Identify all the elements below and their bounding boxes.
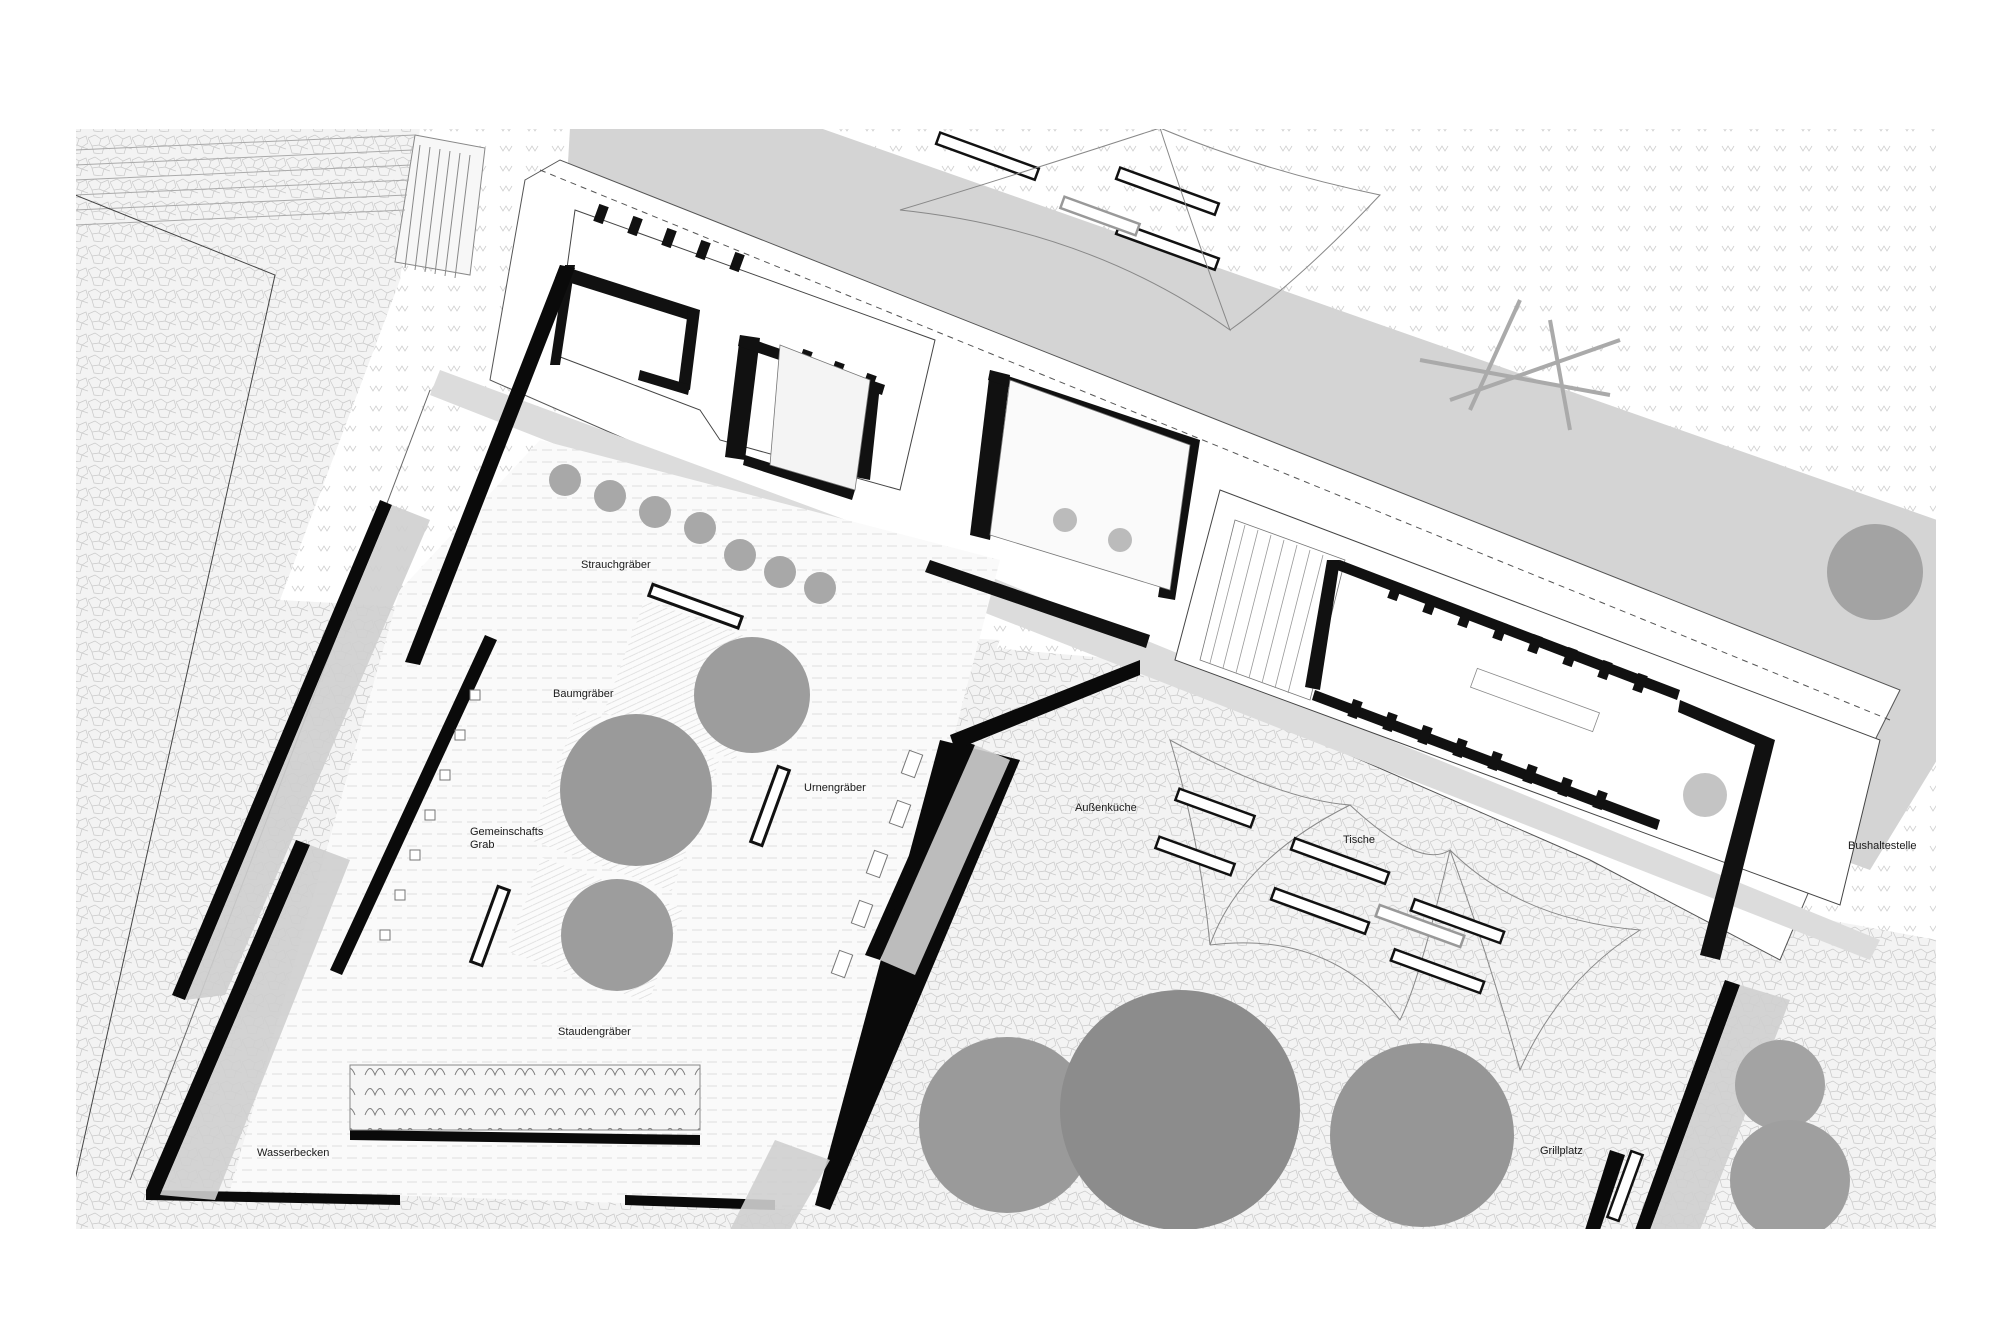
label-strauchgraeber: Strauchgräber [581,559,651,571]
tree-graves [507,599,810,1003]
wall-shadows [160,505,1790,1230]
road-edge [539,169,1891,721]
west-road-line [75,194,276,1181]
cemetery-benches [468,582,792,968]
north-sails [899,128,1381,332]
trees-south [919,524,1923,1230]
cemetery-walls [146,265,1740,1230]
service-building [550,203,1200,648]
label-wasserbecken: Wasserbecken [257,1147,330,1159]
grill-benches [1605,1149,1645,1223]
label-grillplatz: Grillplatz [1540,1145,1583,1157]
label-tische: Tische [1343,834,1375,846]
shrub-graves [549,464,836,604]
perennial-bed [349,1064,701,1131]
label-urnengraeber: Urnengräber [804,782,866,794]
stairs-northwest [75,134,486,279]
north-tables [934,130,1221,272]
label-bushaltestelle: Bushaltestelle [1848,840,1917,852]
north-logs [1419,299,1621,431]
paving-west [75,128,420,1230]
label-aussenkueche: Außenküche [1075,802,1137,814]
south-tables [1153,787,1506,995]
south-sails [1169,738,1642,1072]
urn-graves [379,689,924,979]
community-hall [1174,489,1881,960]
label-staudengraeber: Staudengräber [558,1026,631,1038]
label-gemeinschaftsgrab: Gemeinschafts Grab [470,826,544,851]
label-baumgraeber: Baumgräber [553,688,614,700]
